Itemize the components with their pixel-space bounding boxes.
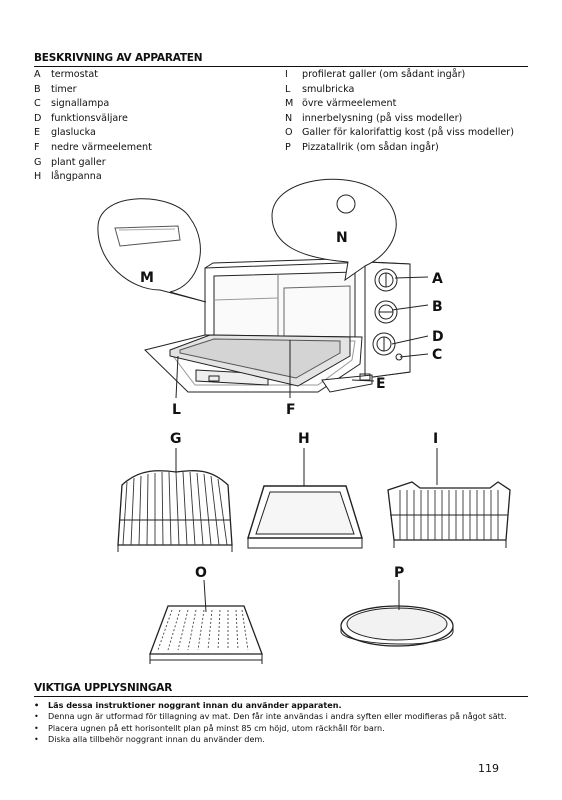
bullet-item: •Placera ugnen på ett horisontellt plan … [34,722,385,733]
bullet-text: Denna ugn är utformad för tillagning av … [48,711,507,722]
profiled-grid-drawing [387,481,511,548]
important-info-list: •Läs dessa instruktioner noggrant innan … [34,700,507,746]
legend-item: P Pizzatallrik (om sådan ingår) [285,141,514,156]
legend-item: O Galler för kalorifattig kost (på viss m… [285,126,514,141]
legend-text: innerbelysning (på viss modeller) [302,112,463,124]
legend-key: L [285,83,291,95]
label-e: E [376,376,386,392]
section-title-important: VIKTIGA UPPLYSNINGAR [34,682,173,694]
bullet-item: •Diska alla tillbehör noggrant innan du … [34,734,265,745]
bullet-text: Läs dessa instruktioner noggrant innan d… [48,700,342,710]
legend-key: N [285,112,293,124]
label-a: A [432,271,443,287]
callout-upper-element [97,198,207,303]
legend-text: glaslucka [51,127,96,139]
page-number: 119 [478,762,499,775]
legend-text: profilerat galler (om sådant ingår) [302,69,466,80]
pizza-plate-drawing [340,605,454,647]
section-title-description: BESKRIVNING AV APPARATEN [34,52,203,64]
label-o: O [195,565,207,581]
legend-key: G [34,156,42,168]
label-l: L [172,402,181,418]
legend-key: B [34,83,41,95]
label-p: P [394,565,404,581]
legend-key: I [285,69,288,80]
legend-key: H [34,171,42,183]
thermostat-knob-icon [374,268,398,292]
legend-text: smulbricka [302,83,355,95]
legend-key: D [34,112,42,124]
legend-key: E [34,127,41,139]
legend-text: nedre värmeelement [51,141,152,153]
label-b: B [432,299,443,315]
legend-text: plant galler [51,156,106,168]
legend-text: Pizzatallrik (om sådan ingår) [302,141,439,153]
bullet-text: Placera ugnen på ett horisontellt plan p… [48,722,385,733]
bullet-item: •Denna ugn är utformad för tillagning av… [34,711,507,722]
legend-text: timer [51,83,77,95]
label-f: F [286,402,296,418]
legend-key: M [285,98,294,110]
legend-text: signallampa [51,98,110,110]
function-selector-knob-icon [372,332,396,356]
heading-rule [34,696,528,697]
label-n: N [336,230,348,246]
legend-key: F [34,141,40,153]
legend-text: termostat [51,69,99,80]
label-h: H [298,431,310,447]
legend-key: C [34,98,41,110]
timer-knob-icon [374,300,398,324]
callout-inner-light [271,178,397,282]
label-i: I [433,431,438,447]
leader-lines [175,276,429,399]
baking-pan-drawing [247,485,363,549]
low-fat-grid-drawing [149,605,263,664]
legend-key: O [285,127,293,139]
legend-text: övre värmeelement [302,98,397,110]
legend-key: P [285,141,291,153]
heading-rule [34,66,528,67]
legend-key: A [34,69,41,80]
bullet-item: •Läs dessa instruktioner noggrant innan … [34,700,342,710]
legend-text: långpanna [51,171,102,183]
figure-labels: M N A B D C E L F G H I O P [140,230,444,581]
oven-drawing [144,257,411,393]
label-g: G [170,431,182,447]
label-d: D [432,329,444,345]
legend-text: Galler för kalorifattig kost (på viss mo… [302,127,514,139]
legend-text: funktionsväljare [51,112,128,124]
label-c: C [432,347,442,363]
flat-grid-drawing [117,470,233,552]
bullet-text: Diska alla tillbehör noggrant innan du a… [48,734,265,745]
label-m: M [140,270,154,286]
